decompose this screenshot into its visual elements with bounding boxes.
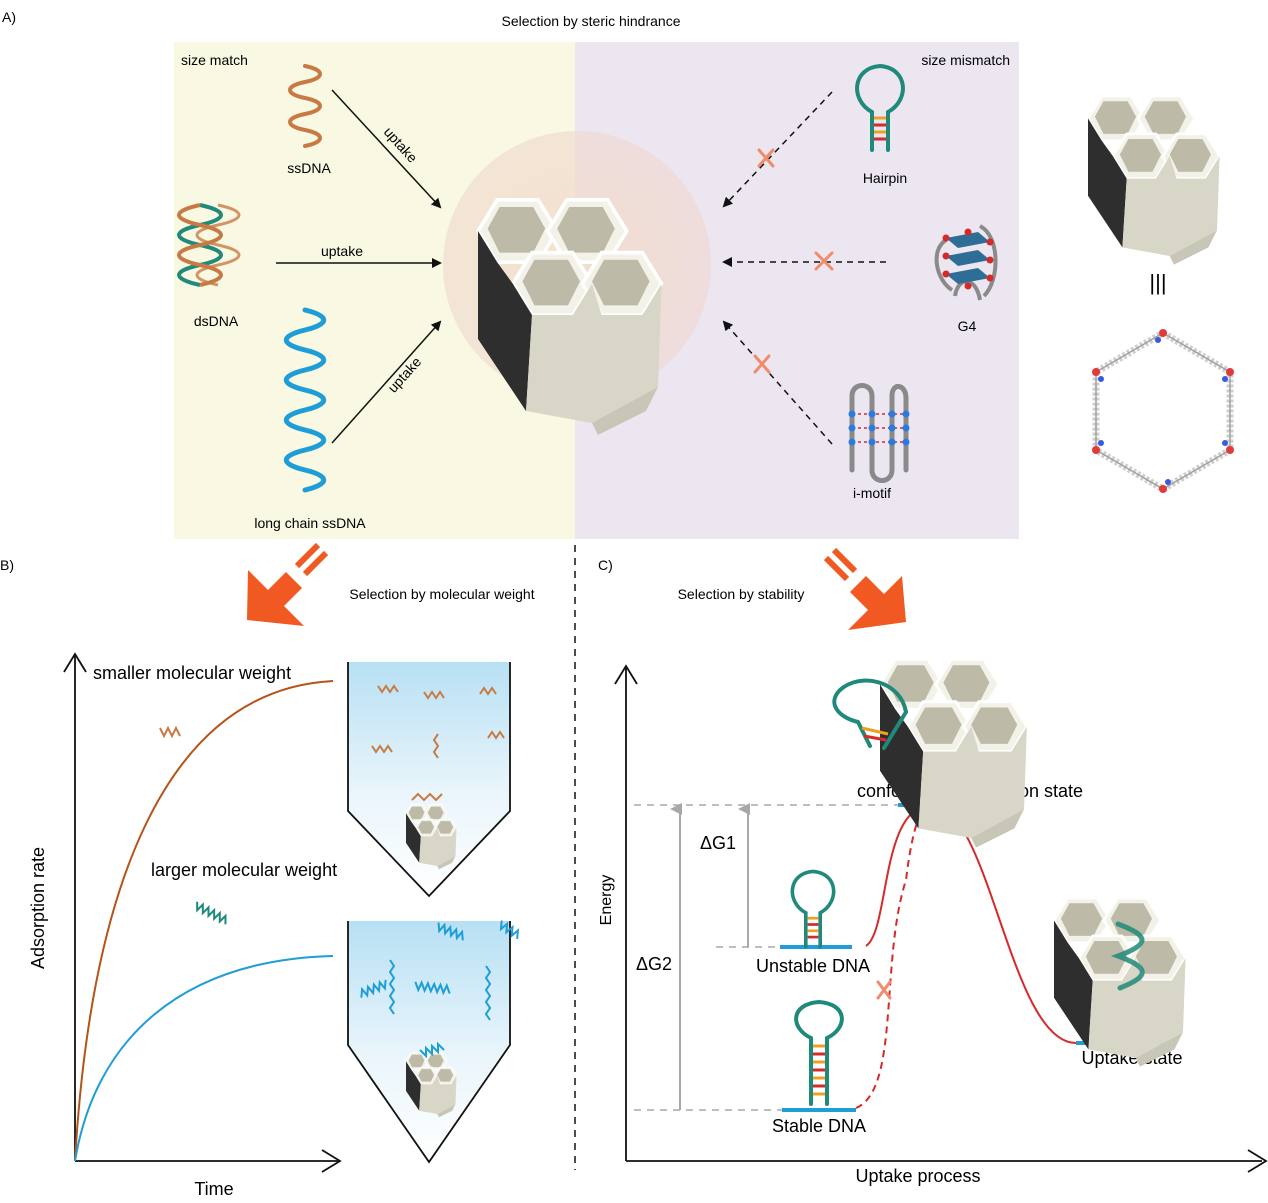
long-ssdna-label: long chain ssDNA (254, 515, 366, 531)
orange-arrow-c-icon (823, 547, 906, 630)
molecular-ring-icon (1092, 328, 1234, 494)
blocked-x-hairpin (757, 148, 775, 168)
uptake-arrow-ssdna (331, 89, 442, 209)
panel-a-label: A) (2, 9, 16, 25)
hairpin-label: Hairpin (863, 170, 907, 186)
b-xlabel: Time (194, 1179, 233, 1199)
panel-c-title: Selection by stability (678, 586, 805, 602)
small-dna-icon (159, 725, 181, 739)
dg2-label: ΔG2 (636, 954, 672, 974)
larger-mw-label: larger molecular weight (151, 860, 337, 880)
stable-label: Stable DNA (772, 1116, 866, 1136)
orange-arrow-b-icon (247, 542, 329, 626)
transition-hairpin-icon (832, 678, 908, 750)
smaller-mw-label: smaller molecular weight (93, 663, 291, 683)
ssdna-icon (288, 64, 322, 148)
g4-label: G4 (958, 318, 977, 334)
dsdna-label: dsDNA (194, 313, 239, 329)
imotif-icon (848, 383, 910, 483)
panel-c: C) Selection by stability Energy Uptake … (598, 547, 1268, 1186)
panel-b-title: Selection by molecular weight (349, 586, 534, 602)
uptake-arrow-long-ssdna (331, 320, 442, 444)
unstable-label: Unstable DNA (756, 956, 870, 976)
size-match-label: size match (181, 52, 248, 68)
cage-side-icon (1086, 94, 1221, 266)
blocked-arrow-imotif (722, 320, 833, 445)
equivalence-symbol: ||| (1149, 270, 1166, 295)
blocked-x-imotif (753, 354, 771, 374)
g4-icon (934, 224, 998, 301)
tube-small-mw (347, 662, 511, 898)
long-ssdna-icon (283, 307, 327, 493)
tube-large-mw (347, 920, 520, 1164)
blocked-x-g4 (814, 251, 834, 271)
panel-b-label: B) (0, 557, 14, 573)
panel-a: A) Selection by steric hindrance size ma… (2, 9, 1234, 539)
c-xlabel: Uptake process (855, 1166, 980, 1186)
smaller-mw-curve (74, 680, 334, 1162)
large-dna-icon (196, 901, 227, 925)
panel-c-label: C) (598, 557, 613, 573)
transition-cage-icon (878, 658, 1029, 850)
size-mismatch-label: size mismatch (921, 52, 1010, 68)
stable-path (855, 807, 927, 1109)
uptake-dna-icon (1110, 921, 1145, 991)
dsdna-icon (177, 203, 241, 287)
b-ylabel: Adsorption rate (28, 847, 48, 969)
unstable-path (865, 803, 1077, 1044)
larger-mw-curve (74, 955, 334, 1162)
blocked-arrow-hairpin (722, 91, 833, 208)
blocked-x-stable (876, 980, 892, 1000)
stable-hairpin-icon (794, 999, 844, 1106)
uptake-label-dsdna: uptake (321, 243, 363, 259)
ssdna-label: ssDNA (287, 160, 331, 176)
c-ylabel: Energy (598, 875, 615, 926)
unstable-hairpin-icon (790, 869, 836, 949)
imotif-label: i-motif (853, 485, 891, 501)
panel-a-title: Selection by steric hindrance (502, 13, 681, 29)
dg1-label: ΔG1 (700, 833, 736, 853)
panel-b: B) Selection by molecular weight Adsorpt… (0, 542, 535, 1199)
